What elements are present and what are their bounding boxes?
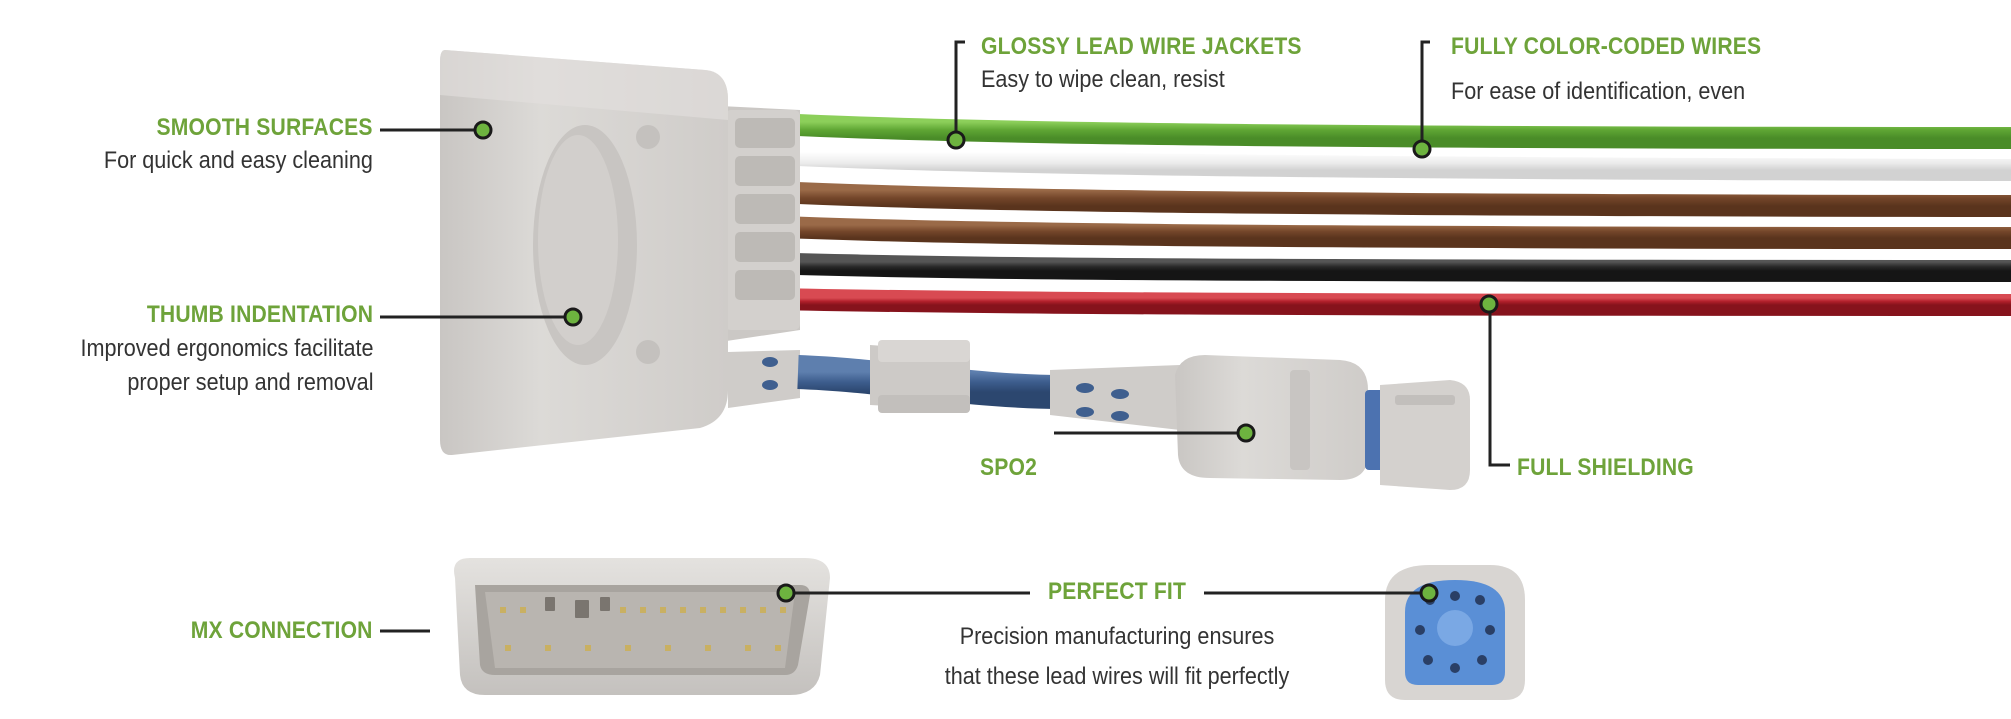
perfect-fit-desc-line1: Precision manufacturing ensures bbox=[959, 623, 1275, 650]
mx-connection-title: MX CONNECTION bbox=[191, 617, 373, 644]
lead-wires bbox=[729, 111, 2011, 316]
thumb-indentation-title: THUMB INDENTATION bbox=[146, 301, 373, 328]
spo2-socket-illustration bbox=[1385, 565, 1525, 700]
wire-red bbox=[729, 287, 2011, 316]
callout-dots bbox=[473, 120, 1499, 603]
lead-wire-connector-illustration bbox=[440, 50, 800, 456]
callout-dot-icon bbox=[1479, 294, 1499, 314]
leader-lines bbox=[380, 40, 1510, 633]
thumb-indentation-desc-line1: Improved ergonomics facilitate bbox=[80, 335, 373, 362]
callout-dot-icon bbox=[1419, 583, 1439, 603]
wire-brown-1 bbox=[729, 179, 2011, 217]
leader-full-shielding bbox=[1488, 304, 1510, 467]
callout-dot-icon bbox=[1412, 139, 1432, 159]
callout-dot-icon bbox=[1236, 423, 1256, 443]
spo2-cable-illustration bbox=[728, 340, 1470, 490]
color-coded-desc: For ease of identification, even bbox=[1451, 78, 1746, 105]
smooth-surfaces-desc: For quick and easy cleaning bbox=[104, 147, 373, 174]
callout-dot-icon bbox=[563, 307, 583, 327]
thumb-indentation-desc-line2: proper setup and removal bbox=[126, 369, 373, 396]
wire-green bbox=[729, 111, 2011, 149]
callout-dot-icon bbox=[946, 130, 966, 150]
leader-glossy-jackets bbox=[954, 40, 965, 140]
color-coded-title: FULLY COLOR-CODED WIRES bbox=[1451, 33, 1762, 60]
wire-black bbox=[729, 251, 2011, 282]
glossy-jackets-desc: Easy to wipe clean, resist bbox=[981, 66, 1225, 93]
callout-dot-icon bbox=[776, 583, 796, 603]
wire-white bbox=[729, 141, 2011, 181]
full-shielding-title: FULL SHIELDING bbox=[1517, 454, 1694, 481]
perfect-fit-title: PERFECT FIT bbox=[1047, 578, 1187, 605]
callout-dot-icon bbox=[473, 120, 493, 140]
spo2-title: SPO2 bbox=[980, 454, 1038, 481]
mx-connector-illustration bbox=[454, 558, 830, 695]
perfect-fit-desc-line2: that these lead wires will fit perfectly bbox=[944, 663, 1290, 690]
wire-brown-2 bbox=[729, 214, 2011, 249]
smooth-surfaces-title: SMOOTH SURFACES bbox=[156, 114, 373, 141]
leader-color-coded bbox=[1420, 40, 1430, 149]
glossy-jackets-title: GLOSSY LEAD WIRE JACKETS bbox=[981, 33, 1302, 60]
